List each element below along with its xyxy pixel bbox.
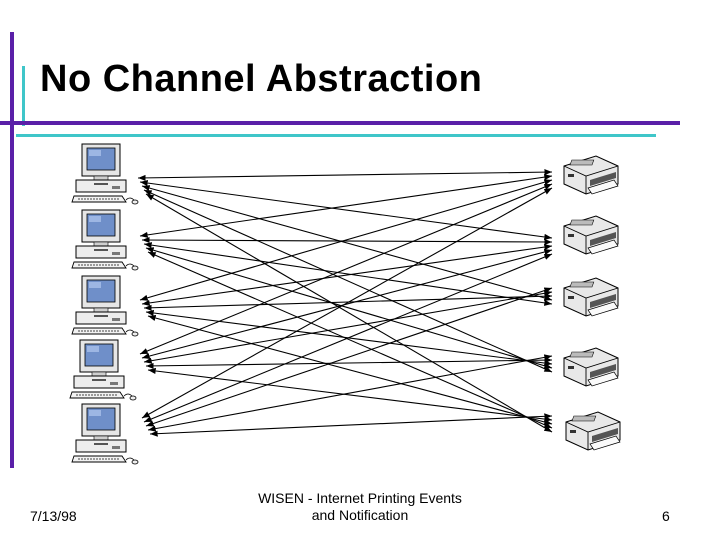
accent-horizontal-bar-secondary	[16, 134, 656, 137]
printer-icon	[565, 411, 621, 451]
footer-title-line-1: WISEN - Internet Printing Events	[258, 490, 462, 506]
printer-icon	[563, 215, 619, 255]
slide-title: No Channel Abstraction	[40, 58, 483, 100]
printer-icon	[563, 155, 619, 195]
accent-horizontal-bar	[0, 121, 680, 125]
computer-icon	[71, 403, 139, 465]
printer-icon	[563, 277, 619, 317]
accent-vertical-bar-secondary	[22, 66, 25, 126]
page-number: 6	[662, 508, 670, 524]
connection-lines	[137, 169, 553, 437]
computer-icon	[69, 339, 137, 401]
footer-date: 7/13/98	[30, 508, 77, 524]
accent-vertical-bar	[10, 32, 14, 468]
footer-title: WISEN - Internet Printing Events and Not…	[240, 490, 480, 524]
printer-icon	[563, 347, 619, 387]
computer-icon	[71, 275, 139, 337]
computer-icon	[71, 143, 139, 205]
computer-icon	[71, 209, 139, 271]
footer-title-line-2: and Notification	[311, 507, 409, 523]
